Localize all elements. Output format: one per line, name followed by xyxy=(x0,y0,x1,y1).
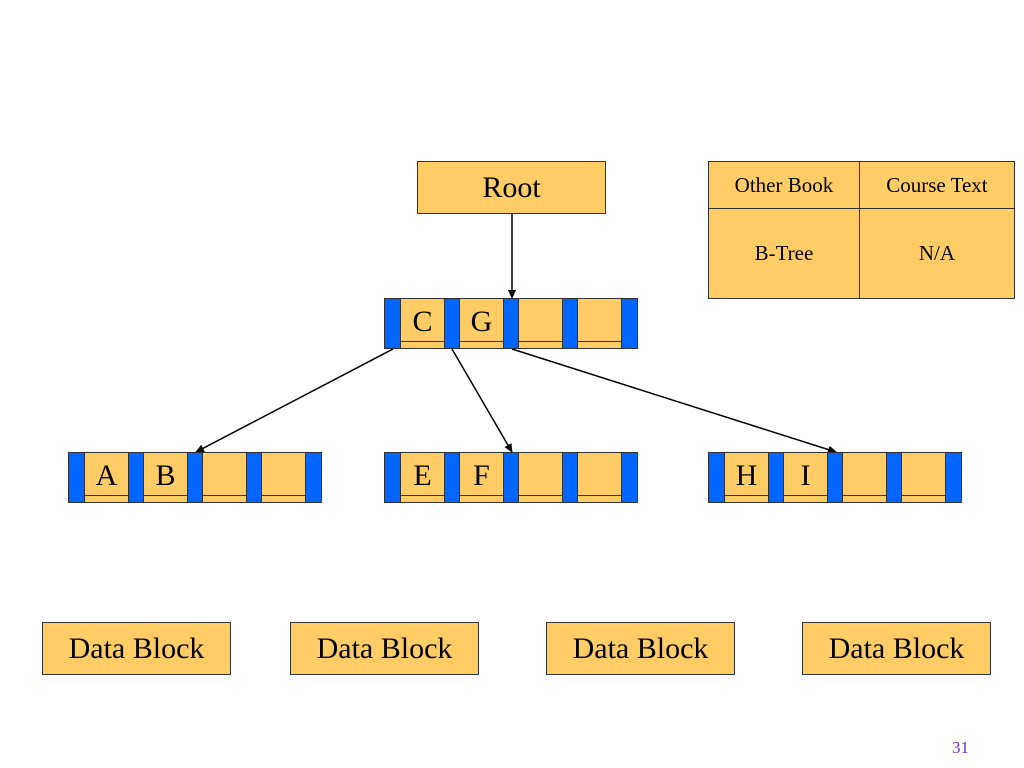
page-number: 31 xyxy=(952,738,969,757)
pointer-slot xyxy=(385,299,401,348)
table-header-cell: Other Book xyxy=(708,161,860,209)
pointer-slot xyxy=(69,453,85,502)
key-slot: E xyxy=(401,453,444,502)
leaf-node-hi: H I xyxy=(708,452,962,503)
data-block: Data Block xyxy=(290,622,479,675)
data-block: Data Block xyxy=(802,622,991,675)
key-slot: B xyxy=(144,453,187,502)
pointer-slot xyxy=(246,453,262,502)
table-cell: B-Tree xyxy=(708,208,860,299)
key-slot xyxy=(519,299,562,348)
key-slot: C xyxy=(401,299,444,348)
data-block: Data Block xyxy=(42,622,231,675)
pointer-slot xyxy=(945,453,961,502)
key-slot: G xyxy=(460,299,503,348)
key-slot xyxy=(843,453,886,502)
table-header-row: Other Book Course Text xyxy=(708,161,1016,209)
pointer-slot xyxy=(621,299,637,348)
pointer-slot xyxy=(886,453,902,502)
pointer-slot xyxy=(768,453,784,502)
terminology-table: Other Book Course Text B-Tree N/A xyxy=(708,161,1016,299)
pointer-slot xyxy=(385,453,401,502)
pointer-slot xyxy=(444,299,460,348)
key-slot: H xyxy=(725,453,768,502)
data-block-label: Data Block xyxy=(828,631,965,665)
data-block: Data Block xyxy=(546,622,735,675)
key-slot xyxy=(203,453,246,502)
data-block-label: Data Block xyxy=(316,631,453,665)
pointer-slot xyxy=(187,453,203,502)
key-slot xyxy=(262,453,305,502)
pointer-slot xyxy=(444,453,460,502)
pointer-slot xyxy=(709,453,725,502)
pointer-slot xyxy=(562,453,578,502)
key-slot: F xyxy=(460,453,503,502)
top-node: C G xyxy=(384,298,638,349)
key-slot xyxy=(578,299,621,348)
pointer-slot xyxy=(621,453,637,502)
key-slot xyxy=(519,453,562,502)
data-block-label: Data Block xyxy=(572,631,709,665)
key-slot: A xyxy=(85,453,128,502)
edge-c-pointer-to-leaf-ab xyxy=(195,348,394,453)
pointer-slot xyxy=(827,453,843,502)
table-header-cell: Course Text xyxy=(858,161,1016,209)
key-slot: I xyxy=(784,453,827,502)
edge-cg-pointer-to-leaf-ef xyxy=(451,348,513,453)
root-label: Root xyxy=(482,170,541,204)
leaf-node-ef: E F xyxy=(384,452,638,503)
table-row: B-Tree N/A xyxy=(708,208,1016,299)
key-slot xyxy=(902,453,945,502)
key-slot xyxy=(578,453,621,502)
root-box: Root xyxy=(417,161,606,214)
leaf-node-ab: A B xyxy=(68,452,322,503)
pointer-slot xyxy=(128,453,144,502)
pointer-slot xyxy=(503,453,519,502)
table-cell: N/A xyxy=(858,208,1016,299)
pointer-slot xyxy=(562,299,578,348)
data-block-label: Data Block xyxy=(68,631,205,665)
edge-g-pointer-to-leaf-hi xyxy=(511,348,837,454)
pointer-slot xyxy=(503,299,519,348)
pointer-slot xyxy=(305,453,321,502)
